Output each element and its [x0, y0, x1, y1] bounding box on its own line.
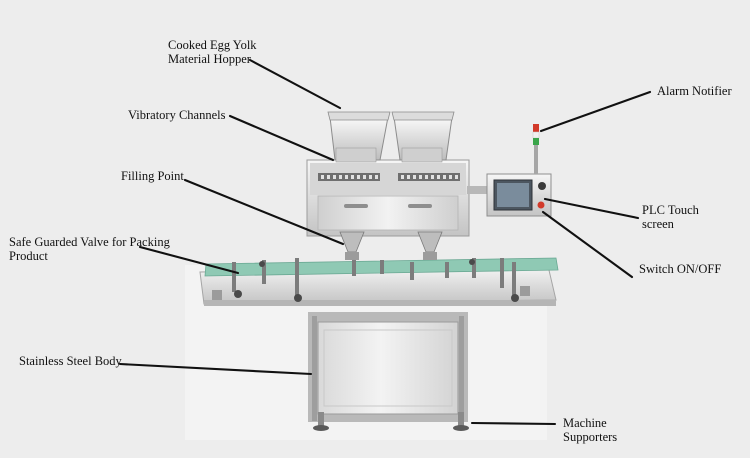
leader-switch: [541, 210, 634, 279]
label-plc-line2: screen: [642, 217, 674, 231]
material-hoppers: [327, 111, 455, 163]
leader-vibratory: [228, 114, 335, 162]
label-plc-touch-screen: PLC Touch screen: [642, 203, 699, 231]
leader-body: [118, 362, 313, 376]
leader-lines: [118, 58, 652, 426]
conveyor-table: [199, 257, 559, 306]
label-vibratory-channels: Vibratory Channels: [128, 108, 226, 122]
label-supporters-line2: Supporters: [563, 430, 618, 444]
filling-funnels: [339, 231, 443, 260]
label-filling-point: Filling Point: [121, 169, 184, 183]
signal-tower: [532, 124, 540, 174]
leader-supporters: [470, 421, 557, 426]
label-hopper-line2: Material Hopper: [168, 52, 251, 66]
label-switch-on-off: Switch ON/OFF: [639, 262, 722, 276]
leader-hopper: [248, 58, 342, 110]
lower-cabinet: [308, 312, 468, 422]
leader-filling: [183, 178, 345, 246]
label-alarm-notifier: Alarm Notifier: [657, 84, 732, 98]
label-stainless-steel-body: Stainless Steel Body: [19, 354, 122, 368]
upper-housing: [306, 159, 470, 237]
label-plc-line1: PLC Touch: [642, 203, 699, 217]
label-supporters-line1: Machine: [563, 416, 607, 430]
label-safe-guarded-valve: Safe Guarded Valve for Packing Product: [9, 235, 170, 263]
label-valve-line2: Product: [9, 249, 48, 263]
label-valve-line1: Safe Guarded Valve for Packing: [9, 235, 170, 249]
label-hopper-line1: Cooked Egg Yolk: [168, 38, 257, 52]
leader-alarm: [539, 90, 652, 133]
machine-feet: [313, 412, 469, 431]
label-hopper: Cooked Egg Yolk Material Hopper: [168, 38, 257, 66]
leader-valve: [138, 245, 240, 275]
label-machine-supporters: Machine Supporters: [563, 416, 617, 444]
leader-plc: [543, 197, 640, 220]
plc-control-box: [467, 173, 552, 217]
